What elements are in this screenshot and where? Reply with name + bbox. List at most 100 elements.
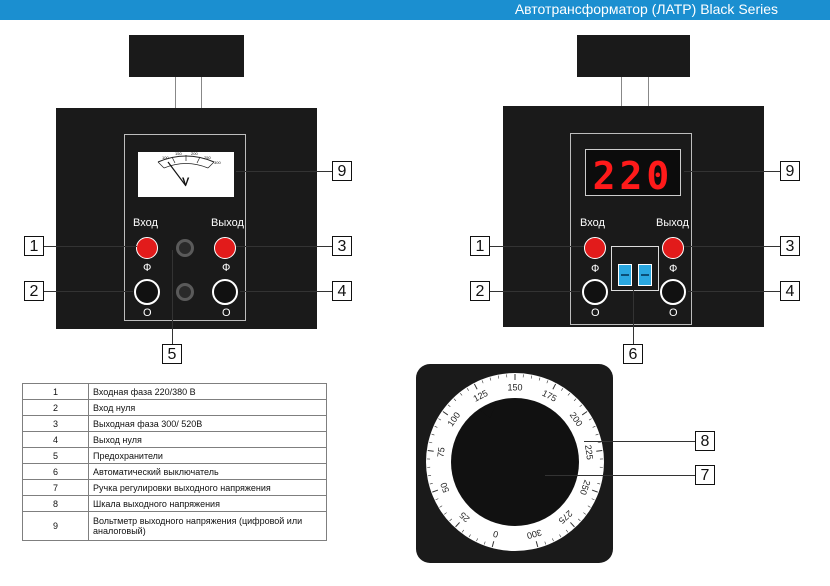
legend-text: Автоматический выключатель (88, 463, 327, 480)
cable-wire (201, 77, 202, 108)
leader-line (490, 246, 584, 247)
legend-num: 7 (22, 479, 89, 496)
dial-tick (592, 425, 596, 428)
dial-tick (565, 529, 569, 533)
callout-1: 1 (470, 236, 490, 256)
dial-tick (546, 380, 549, 384)
dial-tick (544, 541, 547, 545)
dial-tick (591, 498, 595, 501)
digital-voltmeter: 220 (585, 149, 681, 198)
dial-tick-label: 300 (526, 527, 543, 541)
legend-num: 2 (22, 399, 89, 416)
leader-line (44, 291, 133, 292)
dial-tick (597, 441, 601, 444)
dial-knob (451, 398, 579, 526)
dial-tick (570, 522, 575, 528)
output-label: Выход (656, 217, 689, 229)
dial-tick-label: 75 (435, 447, 446, 458)
dial-tick (455, 522, 460, 528)
input-phase-terminal (136, 237, 158, 259)
input-label: Вход (580, 217, 605, 229)
legend-num: 3 (22, 415, 89, 432)
legend-text: Предохранители (88, 447, 327, 464)
dial-tick (449, 518, 453, 522)
dial-tick (466, 388, 469, 391)
dial-tick (551, 538, 554, 542)
dial-tick (432, 489, 439, 493)
callout-9-left: 9 (332, 161, 352, 181)
dial-tick (442, 411, 449, 416)
callout-6: 6 (623, 344, 643, 364)
neutral-label: О (143, 307, 152, 319)
callout-8: 8 (695, 431, 715, 451)
leader-line (490, 291, 580, 292)
fuse (176, 283, 194, 301)
page-title: Автотрансформатор (ЛАТР) Black Series (514, 1, 778, 17)
dial-tick (595, 433, 599, 436)
dial-tick (567, 392, 571, 396)
legend-num: 8 (22, 495, 89, 512)
dial-tick (444, 512, 447, 515)
legend-text: Шкала выходного напряжения (88, 495, 327, 512)
cable-block-left (129, 35, 244, 77)
leader-line (688, 291, 780, 292)
dial-tick (434, 425, 438, 428)
input-neutral-terminal (582, 279, 608, 305)
knob-pointer (480, 404, 496, 418)
output-neutral-terminal (660, 279, 686, 305)
dial-tick (435, 498, 439, 501)
meter-scale-label: 300 (214, 160, 221, 165)
dial-tick (491, 541, 495, 548)
legend-num: 1 (22, 383, 89, 400)
dial-tick (587, 505, 591, 508)
leader-line (684, 246, 780, 247)
dial-tick (552, 383, 557, 390)
dial-tick (461, 529, 465, 533)
legend-num: 5 (22, 447, 89, 464)
callout-4: 4 (332, 281, 352, 301)
dial-tick (476, 538, 479, 542)
dial-tick (530, 375, 533, 379)
neutral-label: О (669, 307, 678, 319)
dial-tick-label: 225 (583, 444, 595, 460)
leader-line (44, 246, 137, 247)
leader-line (545, 475, 695, 476)
legend-text: Вольтметр выходного напряжения (цифровой… (88, 511, 327, 541)
legend-text: Входная фаза 220/380 В (88, 383, 327, 400)
dial-tick (429, 482, 433, 485)
callout-2: 2 (470, 281, 490, 301)
phase-label: Ф (143, 262, 152, 274)
dial-tick (535, 541, 539, 548)
dial-tick (497, 375, 500, 379)
dial-tick (429, 441, 433, 444)
phase-label: Ф (669, 263, 678, 275)
dial-tick (473, 383, 478, 390)
legend-num: 4 (22, 431, 89, 448)
neutral-label: О (591, 307, 600, 319)
front-plate: 220 (570, 133, 692, 325)
callout-9-right: 9 (780, 161, 800, 181)
dial-tick-label: 150 (507, 382, 522, 392)
dial-tick (577, 518, 581, 522)
dial-tick (579, 404, 583, 408)
legend-num: 9 (22, 511, 89, 541)
leader-line (584, 441, 695, 442)
dial-tick-label: 50 (438, 481, 451, 494)
leader-line (236, 246, 332, 247)
dial-tick (559, 534, 562, 538)
dial-tick (427, 450, 434, 452)
analog-voltmeter: 100 150 200 250 300 V (138, 151, 234, 197)
dial-tick (431, 433, 435, 436)
circuit-breaker (611, 246, 659, 291)
leader-line (633, 290, 634, 344)
legend-num: 6 (22, 463, 89, 480)
dial-tick (459, 392, 463, 396)
leader-line (240, 291, 332, 292)
